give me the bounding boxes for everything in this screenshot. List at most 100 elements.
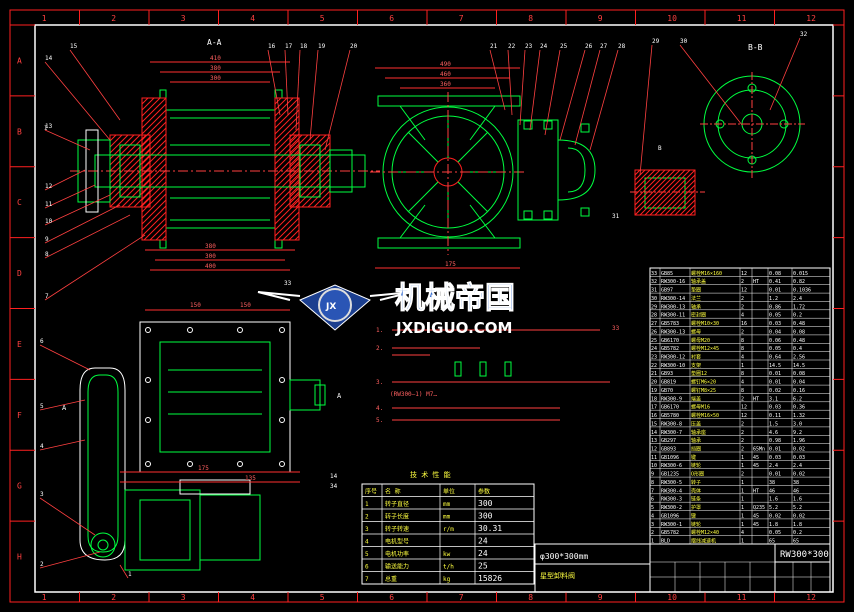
- parts-cell: 0.48: [793, 321, 805, 327]
- parts-cell: 0.03: [769, 455, 781, 461]
- parts-cell: 12: [741, 288, 747, 294]
- parts-cell: 1: [741, 539, 744, 545]
- parts-cell: 46: [769, 488, 775, 494]
- leader-number: 28: [618, 43, 626, 50]
- parts-cell: RW300-2: [661, 505, 682, 511]
- leader-number: 5: [40, 403, 44, 410]
- parts-cell: Q235: [753, 505, 765, 511]
- parts-cell: 轴承: [691, 303, 701, 310]
- parts-cell: 1: [741, 497, 744, 503]
- parts-cell: 0.015: [793, 271, 808, 277]
- parts-cell: GB5782: [661, 530, 679, 536]
- parts-cell: 15: [651, 421, 657, 427]
- parts-cell: GB893: [661, 447, 676, 453]
- parts-cell: RW300-1: [661, 522, 682, 528]
- parts-cell: 2.4: [793, 463, 802, 469]
- spec-cell: 转子转速: [385, 525, 409, 533]
- parts-cell: 0.36: [793, 405, 805, 411]
- dim-b3: 360: [440, 81, 451, 88]
- parts-cell: 0.05: [769, 313, 781, 319]
- parts-cell: 0.05: [769, 346, 781, 352]
- section-aa-label: A-A: [207, 38, 222, 47]
- label-a-side-2: A: [62, 404, 67, 412]
- parts-cell: 21: [651, 371, 657, 377]
- parts-cell: 0.4: [793, 346, 802, 352]
- parts-cell: 45: [753, 522, 759, 528]
- parts-cell: RW300-8: [661, 421, 682, 427]
- parts-cell: 12: [741, 413, 747, 419]
- grid-row-label-left: C: [17, 198, 22, 207]
- parts-cell: 0.03: [769, 321, 781, 327]
- parts-cell: 2.56: [793, 355, 805, 361]
- parts-cell: 1: [741, 488, 744, 494]
- parts-cell: 4: [651, 513, 654, 519]
- parts-cell: 25: [651, 338, 657, 344]
- mark-31: 31: [612, 213, 620, 220]
- parts-cell: 2: [741, 396, 744, 402]
- parts-cell: 支架: [691, 362, 701, 369]
- leader-number: 15: [70, 43, 78, 50]
- parts-cell: 46: [793, 488, 799, 494]
- parts-cell: 键: [691, 454, 696, 461]
- grid-col-label-bottom: 2: [111, 593, 116, 602]
- parts-cell: 0.98: [769, 438, 781, 444]
- parts-cell: 0.08: [793, 329, 805, 335]
- parts-cell: 7: [651, 488, 654, 494]
- parts-cell: RW300-11: [661, 313, 685, 319]
- parts-cell: 0.03: [769, 405, 781, 411]
- parts-cell: 12: [741, 271, 747, 277]
- parts-cell: 螺栓M16×50: [691, 412, 719, 419]
- parts-cell: 2: [741, 304, 744, 310]
- leader-number: 11: [45, 201, 53, 208]
- parts-cell: 0.11: [769, 413, 781, 419]
- spec-cell: t/h: [443, 564, 454, 571]
- parts-cell: 4: [741, 313, 744, 319]
- parts-cell: 垫圈12: [691, 370, 707, 377]
- parts-cell: 轴承座: [691, 429, 706, 436]
- parts-cell: 3: [651, 522, 654, 528]
- label-a-side: A: [337, 392, 342, 400]
- dim-a5: 300: [205, 253, 216, 260]
- parts-cell: 端盖: [691, 395, 701, 402]
- parts-cell: 5: [651, 505, 654, 511]
- parts-cell: 4.6: [769, 430, 778, 436]
- drawing-name: 星型卸料阀: [540, 571, 575, 580]
- grid-col-label-top: 5: [320, 14, 325, 23]
- drawing-number: RW300*300: [780, 550, 829, 560]
- parts-cell: 1: [741, 505, 744, 511]
- parts-cell: GB5782: [661, 346, 679, 352]
- mark-34: 34: [330, 483, 338, 490]
- spec-cell: 转子长度: [385, 513, 409, 521]
- leader-number: 18: [300, 43, 308, 50]
- parts-cell: 8: [651, 480, 654, 486]
- leader-number: 26: [585, 43, 593, 50]
- note-1: 1.: [376, 327, 383, 334]
- grid-col-label-bottom: 12: [806, 593, 816, 602]
- parts-cell: 2: [741, 279, 744, 285]
- leader-number: 3: [40, 491, 44, 498]
- parts-cell: 0.02: [769, 513, 781, 519]
- parts-cell: 5.2: [793, 505, 802, 511]
- parts-cell: GB5783: [661, 321, 679, 327]
- parts-cell: 2.4: [769, 463, 778, 469]
- parts-cell: 1.8: [793, 522, 802, 528]
- parts-cell: 18: [651, 396, 657, 402]
- parts-cell: 压盖: [691, 420, 701, 427]
- parts-cell: 6.2: [793, 396, 802, 402]
- note-ref: (RW300—1) M7…: [390, 391, 437, 398]
- mark-33: 33: [284, 280, 292, 287]
- parts-cell: RW300-14: [661, 296, 685, 302]
- dim-c2: 150: [240, 302, 251, 309]
- parts-cell: 螺栓M10×30: [691, 320, 719, 327]
- spec-header-cell: 序号: [365, 488, 377, 496]
- parts-cell: 9: [651, 472, 654, 478]
- leader-number: 16: [268, 43, 276, 50]
- parts-cell: 13: [651, 438, 657, 444]
- parts-cell: GB5780: [661, 413, 679, 419]
- grid-row-label-left: D: [17, 269, 22, 278]
- parts-cell: 2: [741, 296, 744, 302]
- leader-number: 6: [40, 338, 44, 345]
